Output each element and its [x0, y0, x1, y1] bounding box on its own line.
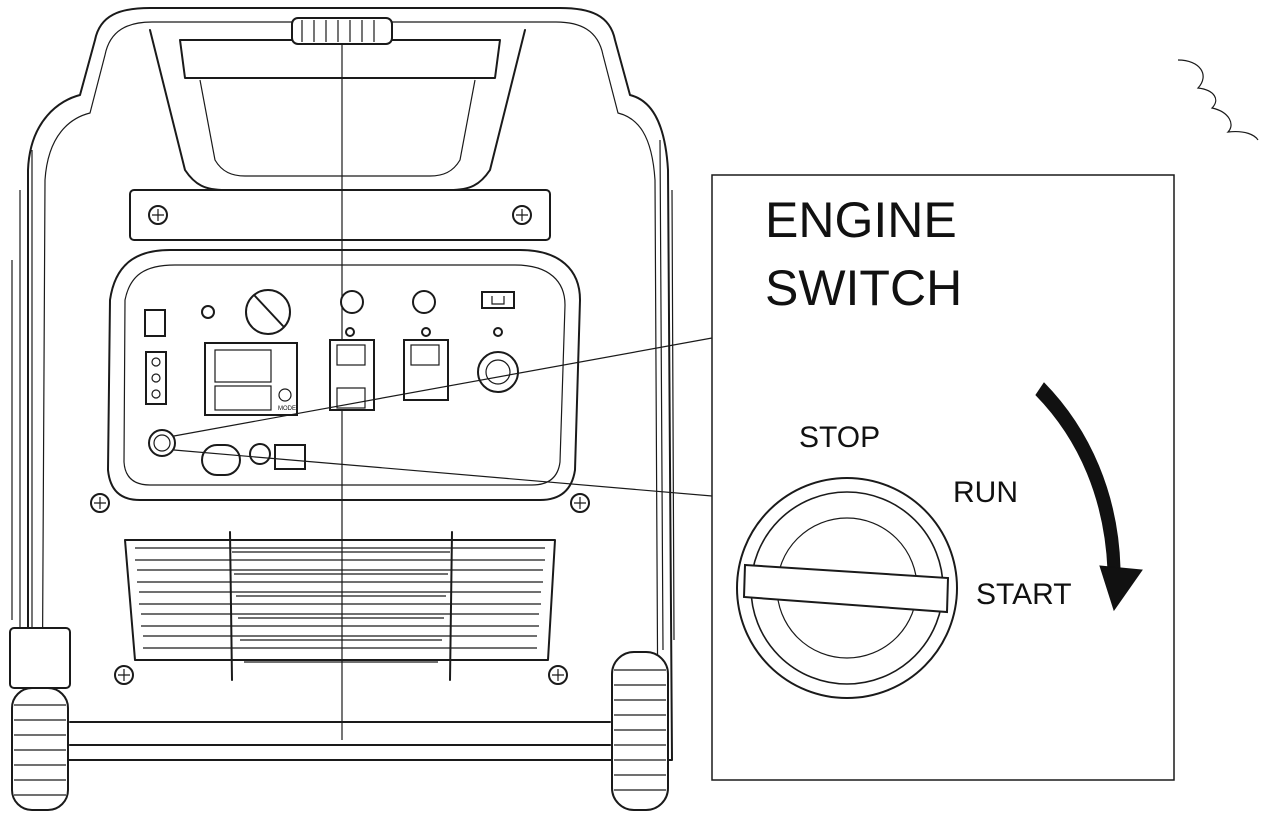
- outlet-right-face: [410, 344, 440, 366]
- twist-lock-inner: [485, 359, 511, 385]
- twist-lock-outlet: [477, 351, 519, 393]
- screw-mid-right-cross: [574, 497, 586, 509]
- screw-bottom-left-cross: [118, 669, 130, 681]
- right-side-rib: [659, 139, 675, 651]
- panel-port-1: [201, 444, 241, 476]
- fuel-cap: [291, 17, 393, 45]
- small-screw-1: [345, 327, 355, 337]
- generator-inner-shell: [41, 21, 659, 746]
- vent-louvers: [135, 531, 545, 681]
- outlet-left-face-1: [336, 344, 366, 366]
- dc-outlet-pins: [491, 296, 505, 305]
- lamp-3: [151, 389, 161, 399]
- generator-base: [69, 721, 611, 746]
- engine-switch-lever: [742, 563, 950, 614]
- generator-outer-shell: [27, 7, 673, 761]
- dc-outlet: [481, 291, 515, 309]
- left-side-rib: [11, 150, 33, 650]
- display-screen-bottom: [214, 385, 272, 411]
- callout-title-line2: SWITCH: [765, 260, 962, 316]
- breaker-left: [340, 290, 364, 314]
- handle-grip: [179, 39, 501, 79]
- decorative-curl: [1177, 59, 1259, 141]
- breaker-right: [412, 290, 436, 314]
- display-housing: [204, 342, 298, 416]
- indicator-light: [201, 305, 215, 319]
- mode-button: [278, 388, 292, 402]
- control-panel-inner: [123, 264, 566, 486]
- lamp-1: [151, 357, 161, 367]
- panel-port-2: [249, 443, 271, 465]
- lamp-2: [151, 373, 161, 383]
- engine-switch-small-inner: [153, 434, 171, 452]
- clockwise-arrow-icon: [1035, 382, 1143, 612]
- display-screen-top: [214, 349, 272, 383]
- wheel-left: [9, 627, 71, 811]
- power-switch: [144, 309, 166, 337]
- generator-illustration: MODE: [9, 7, 675, 811]
- lamp-column: [145, 351, 167, 405]
- engine-switch-small: [148, 429, 176, 457]
- small-screw-3: [493, 327, 503, 337]
- choke-knob: [245, 289, 291, 335]
- position-run-label: RUN: [953, 476, 1018, 509]
- small-screw-2: [421, 327, 431, 337]
- engine-switch-large: [736, 477, 958, 699]
- mode-label: MODE: [278, 406, 296, 412]
- screw-bottom-right-cross: [552, 669, 564, 681]
- callout-title-line1: ENGINE: [765, 192, 957, 248]
- callout-pointer: [173, 337, 713, 497]
- upper-frame: [129, 189, 551, 241]
- control-panel-frame: [107, 249, 581, 501]
- carry-handle: [149, 29, 526, 191]
- choke-knob-slot: [254, 295, 284, 327]
- position-stop-label: STOP: [799, 421, 880, 454]
- screw-mid-left-cross: [94, 497, 106, 509]
- panel-port-3: [274, 444, 306, 470]
- wheel-right: [611, 651, 669, 811]
- handle-inner: [199, 79, 476, 177]
- position-start-label: START: [976, 578, 1072, 611]
- fuel-cap-grip: [301, 20, 375, 42]
- screw-top-right-cross: [516, 209, 528, 221]
- screw-top-left-cross: [152, 209, 164, 221]
- outlet-left-face-2: [336, 387, 366, 409]
- vent-grille-frame: [124, 539, 556, 661]
